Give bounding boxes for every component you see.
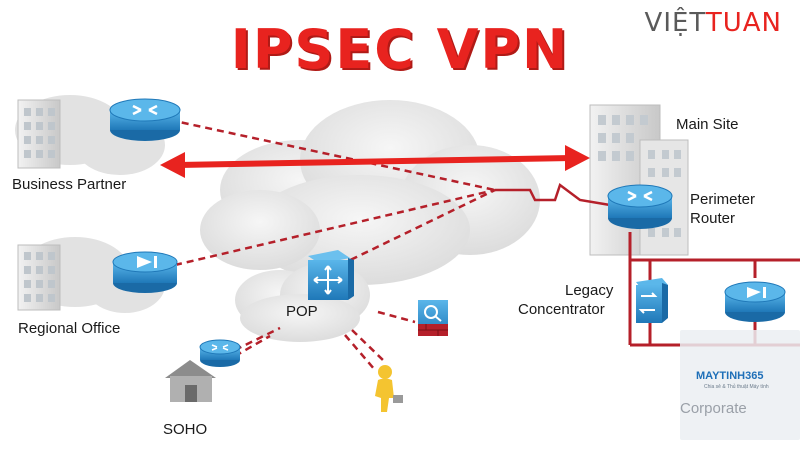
legacy-concentrator-icon[interactable] bbox=[636, 278, 668, 323]
main-site-label: Main Site bbox=[676, 116, 739, 133]
watermark-panel: MAYTINH365 Chia sẻ & Thủ thuật Máy tính … bbox=[680, 330, 800, 440]
watermark-tagline: Chia sẻ & Thủ thuật Máy tính bbox=[704, 384, 769, 390]
watermark-logo: MAYTINH365 bbox=[696, 370, 764, 382]
perimeter-router-label-1: Perimeter bbox=[690, 191, 756, 208]
wan-link bbox=[495, 182, 611, 207]
perimeter-router-label-2: Router bbox=[690, 210, 736, 227]
legacy-concentrator-label-1: Legacy bbox=[565, 282, 614, 299]
main-site-buildings bbox=[589, 104, 689, 256]
perimeter-router-icon[interactable] bbox=[607, 184, 673, 229]
vpn-tunnels bbox=[169, 118, 496, 371]
firewall-icon[interactable] bbox=[418, 300, 448, 336]
page-title: IPSEC VPN bbox=[230, 18, 570, 81]
brand-part-2: TUAN bbox=[705, 8, 782, 38]
brand-logo: VIỆTTUAN bbox=[645, 8, 782, 38]
pop-label: POP bbox=[286, 303, 318, 320]
corporate-vpn-device-icon[interactable] bbox=[724, 281, 786, 322]
legacy-concentrator-label-2: Concentrator bbox=[518, 301, 605, 318]
soho-label: SOHO bbox=[163, 421, 208, 438]
vpn-double-arrow bbox=[160, 145, 590, 178]
internet-cloud bbox=[200, 100, 540, 285]
soho-house-icon bbox=[165, 360, 216, 402]
corporate-label: Corporate bbox=[680, 400, 747, 417]
brand-part-1: VIỆT bbox=[644, 8, 706, 38]
soho-router-icon[interactable] bbox=[199, 339, 241, 367]
business-partner-router-icon[interactable] bbox=[109, 98, 181, 141]
business-partner-label: Business Partner bbox=[12, 176, 127, 193]
regional-office-vpn-icon[interactable] bbox=[112, 251, 178, 293]
business-partner-site bbox=[15, 95, 165, 175]
mobile-user-icon bbox=[375, 365, 403, 412]
regional-office-label: Regional Office bbox=[18, 320, 121, 337]
pop-switch-icon[interactable] bbox=[308, 250, 354, 300]
